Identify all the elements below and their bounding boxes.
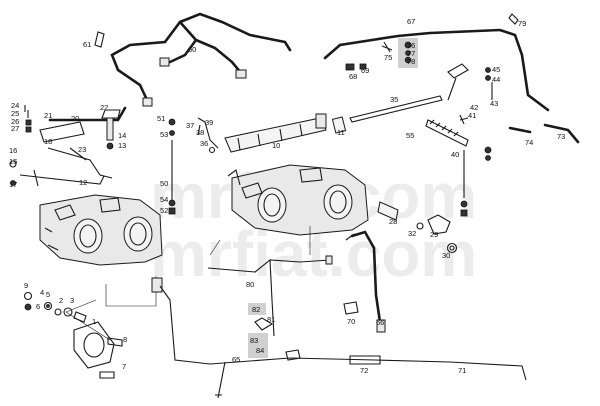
label-13: 13 [118,141,126,150]
label-83: 83 [250,336,258,345]
carburetor-right [227,164,369,236]
label-3: 3 [70,296,74,305]
hose-fitting-left [142,97,153,107]
label-74: 74 [525,138,533,147]
label-39: 39 [205,118,213,127]
label-12: 12 [79,178,87,187]
part-68 [345,63,355,71]
label-15: 15 [9,157,17,166]
label-67: 67 [407,17,415,26]
label-22: 22 [100,103,108,112]
throttle-rod-35 [331,95,443,134]
clip-79 [508,13,519,25]
label-1: 1 [92,317,96,326]
label-23: 23 [78,145,86,154]
label-66: 66 [376,318,384,327]
label-21: 21 [44,111,52,120]
label-80: 80 [246,280,254,289]
label-41: 41 [468,111,476,120]
label-51: 51 [157,114,165,123]
label-53: 53 [160,130,168,139]
parts-1-9 [23,291,123,379]
label-4: 4 [40,288,44,297]
link-outline [105,226,311,307]
hose-fitting-right [235,69,247,79]
label-20: 20 [71,114,79,123]
hose-clip-61 [94,31,105,48]
label-76: 76 [407,41,415,50]
label-43: 43 [490,99,498,108]
label-65: 65 [232,355,240,364]
label-9: 9 [24,281,28,290]
label-54: 54 [160,195,168,204]
highlight-box-83-84 [248,333,268,358]
label-2: 2 [59,296,63,305]
label-14: 14 [118,131,126,140]
label-45: 45 [492,65,500,74]
label-70: 70 [347,317,355,326]
sleeve-11 [331,116,347,134]
label-40: 40 [451,150,459,159]
label-37: 37 [186,121,194,130]
vertical-rod-50 [168,118,176,215]
label-10: 10 [272,141,280,150]
label-6: 6 [36,302,40,311]
label-25: 25 [11,109,19,118]
fuel-rail-10 [224,113,327,153]
label-18: 18 [44,137,52,146]
highlight-box-82 [248,303,266,315]
label-44: 44 [492,75,500,84]
label-27: 27 [11,124,19,133]
left-linkage [9,105,127,187]
label-36: 36 [200,139,208,148]
label-17: 17 [9,180,17,189]
label-11: 11 [337,128,345,137]
carburetor-left [39,194,163,266]
part-69 [359,63,367,70]
hardware-75-78 [345,41,412,71]
part-number-labels: 1 2 3 4 5 6 7 8 9 10 11 12 13 14 15 16 1… [9,17,565,375]
label-52: 52 [160,206,168,215]
label-69: 69 [361,66,369,75]
label-61: 61 [83,40,91,49]
cable-65-71 [159,230,527,399]
label-8: 8 [123,335,127,344]
label-68: 68 [349,72,357,81]
label-75: 75 [384,53,392,62]
wire-80 [207,255,333,337]
label-35: 35 [390,95,398,104]
label-78: 78 [407,57,415,66]
label-77: 77 [407,49,415,58]
fuel-pipe-67 [323,13,580,144]
label-79: 79 [518,19,526,28]
label-71: 71 [458,366,466,375]
label-38: 38 [196,128,204,137]
linkage-36-39 [197,117,219,154]
label-73: 73 [557,132,565,141]
label-72: 72 [360,366,368,375]
right-linkage [425,63,493,217]
label-5: 5 [46,290,50,299]
label-50: 50 [160,179,168,188]
label-55: 55 [406,131,414,140]
label-24: 24 [11,101,19,110]
label-84: 84 [256,346,264,355]
label-16: 16 [9,146,17,155]
label-81: 81 [267,315,275,324]
label-7: 7 [122,362,126,371]
parts-28-32 [377,201,458,254]
label-30: 30 [442,251,450,260]
label-42: 42 [470,103,478,112]
label-32: 32 [408,229,416,238]
hose-fitting-middle [159,57,170,67]
label-29: 29 [430,230,438,239]
hose-assembly-60 [94,12,292,107]
label-60: 60 [188,45,196,54]
label-82: 82 [252,305,260,314]
label-26: 26 [11,117,19,126]
label-28: 28 [389,217,397,226]
